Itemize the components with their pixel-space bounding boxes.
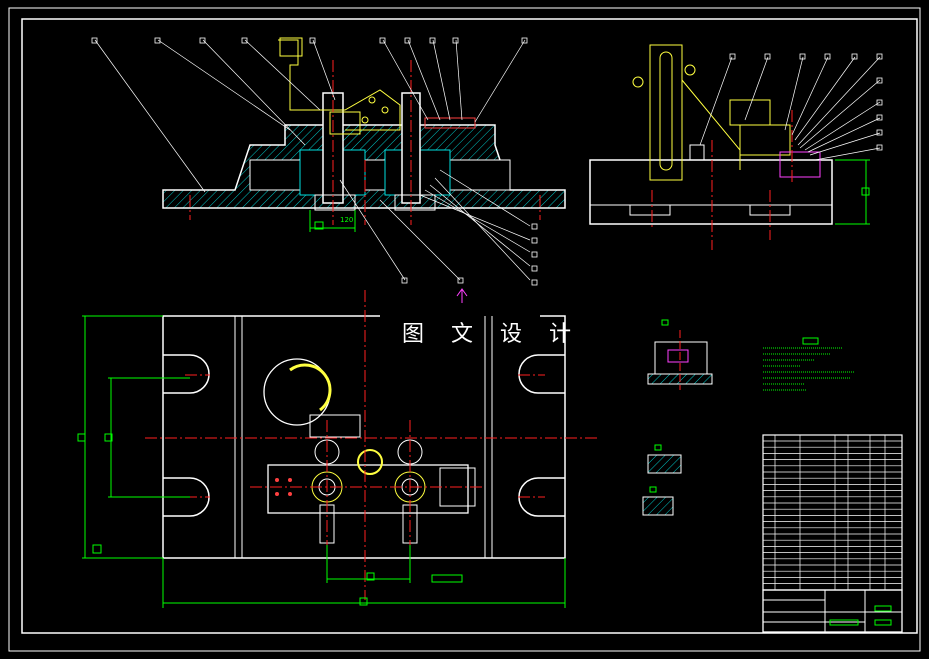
front-balloons [91, 37, 538, 286]
title-block [762, 589, 903, 633]
dimension-label: 120 [340, 216, 353, 224]
parts-list [762, 434, 903, 591]
watermark-text: 图 文 设 计 [402, 322, 581, 347]
drawing-frame [8, 7, 921, 652]
technical-notes [763, 337, 855, 391]
side-leaders [699, 56, 881, 161]
clamp-assembly [278, 37, 401, 135]
plan-dimensions [77, 315, 566, 608]
front-centerlines [189, 60, 541, 225]
front-dimension [309, 210, 356, 232]
detail-views [642, 319, 855, 516]
side-view [589, 44, 883, 250]
front-section-view: 120 [91, 37, 566, 303]
plan-view [77, 290, 600, 608]
view-direction-arrow [456, 288, 468, 303]
front-leaders [94, 39, 531, 281]
